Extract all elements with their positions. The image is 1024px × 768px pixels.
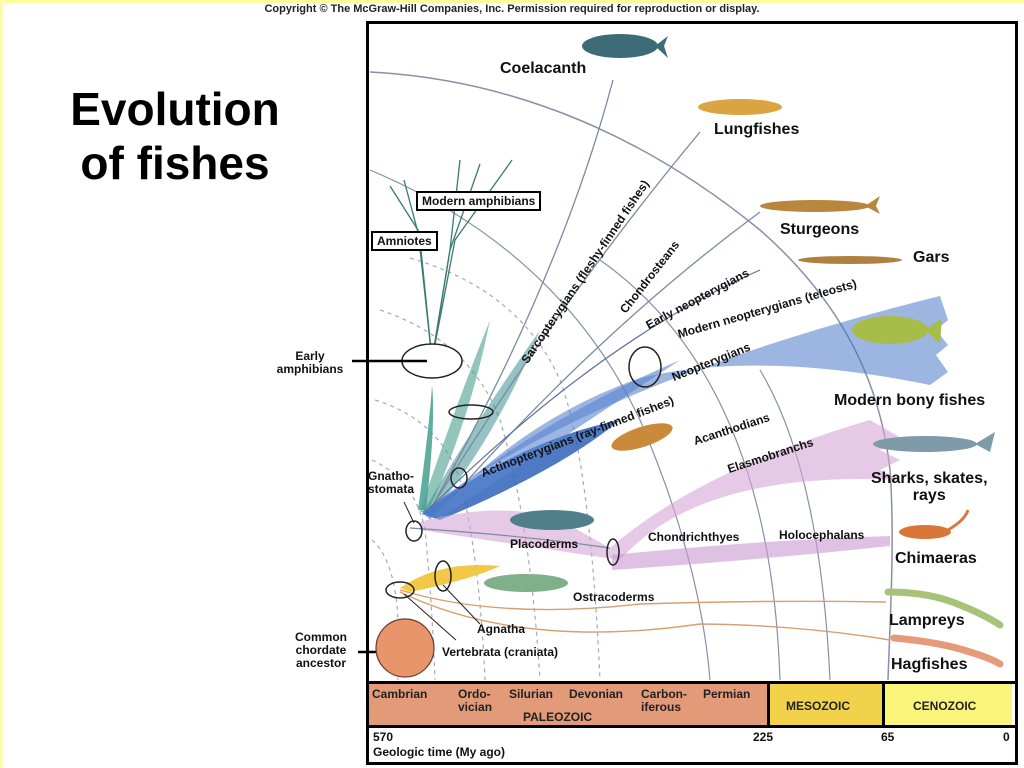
carboniferous-line1: Carbon- bbox=[641, 687, 687, 701]
early-amphibians-line2: amphibians bbox=[276, 362, 344, 376]
common-ancestor-line3: ancestor bbox=[295, 656, 347, 670]
chimaera-fish-icon bbox=[899, 509, 970, 539]
period-devonian: Devonian bbox=[569, 687, 624, 701]
chimaeras-label: Chimaeras bbox=[895, 550, 977, 567]
common-ancestor-label: Common chordate ancestor bbox=[276, 631, 366, 670]
sturgeon-fish-icon bbox=[760, 196, 880, 214]
early-amphibians-label: Early amphibians bbox=[262, 350, 358, 376]
shark-fish-icon bbox=[873, 432, 995, 452]
agnatha-lines bbox=[399, 589, 891, 641]
period-cambrian: Cambrian bbox=[372, 687, 428, 701]
chondrichthyes-label: Chondrichthyes bbox=[648, 530, 740, 544]
title-line-2: of fishes bbox=[80, 137, 270, 189]
slide-top-edge bbox=[0, 0, 1024, 3]
tick-65: 65 bbox=[881, 730, 895, 744]
modern-amphibians-box: Modern amphibians bbox=[416, 191, 542, 211]
paleozoic-era-band: Cambrian Ordo- vician Silurian Devonian … bbox=[369, 684, 767, 725]
pointer-lines bbox=[352, 359, 427, 654]
cenozoic-era-band: CENOZOIC bbox=[885, 684, 1012, 725]
modern-bony-fishes-label: Modern bony fishes bbox=[834, 392, 986, 409]
sarcopterygian-lines bbox=[429, 79, 761, 511]
gar-fish-icon bbox=[798, 256, 902, 264]
dashed-time-arcs bbox=[371, 257, 601, 681]
sharks-label-line1: Sharks, skates, bbox=[871, 470, 988, 487]
sturgeons-label: Sturgeons bbox=[780, 221, 860, 238]
placoderm-fish-icon bbox=[510, 510, 594, 530]
time-axis: 570 225 65 0 Geologic time (My ago) bbox=[366, 728, 1018, 765]
slide-left-edge bbox=[0, 0, 3, 768]
slide-title: Evolution of fishes bbox=[40, 82, 310, 190]
ostracoderm-fish-icon bbox=[484, 574, 568, 592]
fish-illustrations bbox=[484, 34, 1004, 668]
period-silurian: Silurian bbox=[509, 687, 554, 701]
common-ancestor-line2: chordate bbox=[295, 643, 347, 657]
tick-0: 0 bbox=[1003, 730, 1010, 744]
ostracoderms-label: Ostracoderms bbox=[573, 590, 655, 604]
sharks-label: Sharks, skates, rays bbox=[871, 470, 988, 504]
coelacanth-label: Coelacanth bbox=[500, 60, 587, 77]
paleozoic-label: PALEOZOIC bbox=[523, 710, 593, 724]
actinopterygian-lineage bbox=[422, 269, 948, 520]
period-permian: Permian bbox=[703, 687, 751, 701]
placoderms-label: Placoderms bbox=[510, 537, 579, 551]
sharks-label-line2: rays bbox=[912, 487, 946, 504]
lamprey-fish-icon bbox=[884, 588, 1004, 629]
ostracoderm-lineage bbox=[400, 564, 500, 592]
holocephalans-label: Holocephalans bbox=[779, 528, 865, 542]
common-ancestor-line1: Common bbox=[295, 630, 347, 644]
period-ordovician: Ordo- vician bbox=[458, 688, 492, 714]
lungfish-fish-icon bbox=[698, 99, 782, 115]
carboniferous-line2: iferous bbox=[641, 700, 682, 714]
hagfishes-label: Hagfishes bbox=[891, 656, 968, 673]
period-carboniferous: Carbon- iferous bbox=[641, 688, 687, 714]
ordovician-line1: Ordo- bbox=[458, 687, 491, 701]
time-arcs bbox=[369, 71, 893, 681]
gnathostomata-line2: stomata bbox=[368, 482, 415, 496]
geologic-timeline: Cambrian Ordo- vician Silurian Devonian … bbox=[366, 681, 1018, 728]
mesozoic-era-band: MESOZOIC bbox=[767, 684, 885, 725]
ordovician-line2: vician bbox=[458, 700, 493, 714]
acanthodian-fish-icon bbox=[611, 423, 673, 451]
hagfish-fish-icon bbox=[890, 634, 1004, 668]
common-ancestor-circle bbox=[375, 618, 435, 678]
tick-570: 570 bbox=[373, 730, 394, 744]
clade-node-ellipses bbox=[385, 343, 662, 599]
title-line-1: Evolution bbox=[70, 83, 280, 135]
cenozoic-label: CENOZOIC bbox=[913, 699, 977, 713]
gnathostomata-line1: Gnatho- bbox=[368, 469, 414, 483]
coelacanth-fish-icon bbox=[582, 34, 668, 58]
agnatha-label: Agnatha bbox=[477, 622, 525, 636]
early-amphibians-line1: Early bbox=[295, 349, 325, 363]
leader-lines bbox=[403, 501, 481, 641]
gnathostomata-label: Gnatho- stomata bbox=[368, 470, 434, 496]
time-axis-label: Geologic time (My ago) bbox=[373, 745, 506, 759]
vertebrata-label: Vertebrata (craniata) bbox=[442, 645, 559, 659]
lungfishes-label: Lungfishes bbox=[714, 121, 800, 138]
tick-225: 225 bbox=[753, 730, 774, 744]
gars-label: Gars bbox=[913, 249, 950, 266]
amniotes-box: Amniotes bbox=[371, 231, 438, 251]
copyright-notice: Copyright © The McGraw-Hill Companies, I… bbox=[264, 3, 760, 15]
perch-fish-icon bbox=[852, 316, 942, 344]
mesozoic-label: MESOZOIC bbox=[786, 699, 851, 713]
lampreys-label: Lampreys bbox=[889, 612, 965, 629]
